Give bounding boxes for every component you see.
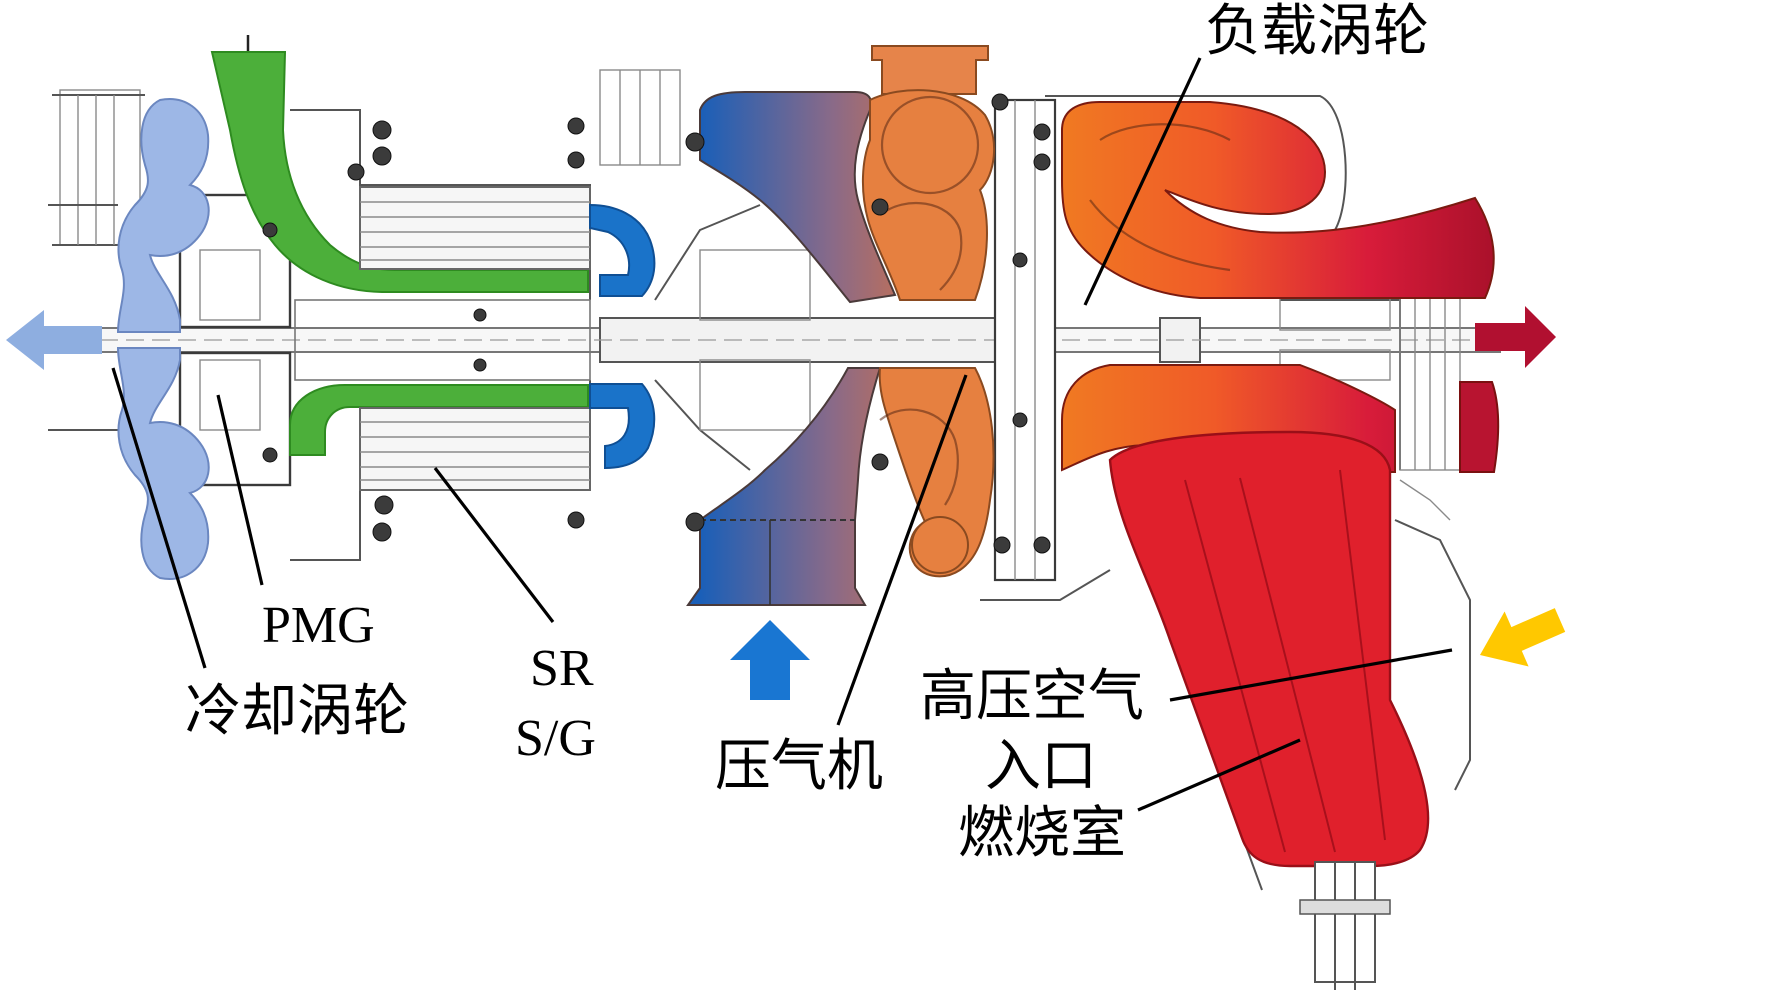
leader-sr: [433, 467, 555, 623]
leader-lines: [111, 57, 1453, 812]
label-hp-air-line1: 高压空气: [920, 666, 1144, 728]
compressor-volute-lower: [878, 367, 995, 578]
label-cooling-turbine: 冷却涡轮: [185, 681, 409, 743]
engine-housing: [178, 69, 1461, 601]
green-duct-upper: [210, 51, 589, 293]
label-pmg: PMG: [262, 597, 375, 654]
stator-duct: [589, 203, 656, 470]
leader-combustor: [1137, 738, 1301, 812]
leader-hp-air: [1169, 648, 1453, 702]
leader-pmg: [216, 394, 264, 586]
green-duct-lower: [289, 384, 589, 456]
label-sg: S/G: [515, 710, 596, 767]
bolts: [262, 93, 1051, 554]
leader-load-turbine: [1083, 57, 1202, 306]
generator-cooling-duct: [210, 35, 589, 456]
cooling-turbine: [116, 98, 210, 580]
label-load-turbine: 负载涡轮: [1205, 1, 1429, 63]
load-turbine: [1061, 101, 1500, 473]
compressor-upper: [699, 91, 897, 304]
leader-compressor: [836, 374, 968, 726]
labels: 负载涡轮 PMG 冷却涡轮 SR S/G 压气机 高压空气 入口 燃烧室: [185, 1, 1429, 865]
label-sr: SR: [530, 640, 594, 697]
leader-cooling-turbine: [111, 367, 207, 669]
compressor-lower: [686, 367, 882, 606]
cooling-exhaust-arrow: [6, 310, 102, 370]
blue-duct-upper: [589, 203, 656, 297]
label-combustor: 燃烧室: [958, 803, 1126, 865]
combustor: [1108, 430, 1471, 990]
cooling-turbine-lower: [116, 347, 210, 580]
cooling-turbine-upper: [116, 98, 210, 333]
label-hp-air-line2: 入口: [985, 736, 1097, 798]
starter-generator: [294, 186, 591, 491]
turbine-exhaust-lower: [1459, 381, 1500, 473]
hp-air-inlet-arrow: [1480, 608, 1566, 667]
main-shaft: [99, 317, 1501, 363]
compressor: [686, 45, 996, 606]
blue-duct-lower: [589, 383, 656, 470]
turbine-exhaust-arrow: [1475, 306, 1556, 368]
fuel-nozzle: [1299, 861, 1391, 990]
label-compressor: 压气机: [715, 736, 883, 798]
turbine-upper: [1061, 101, 1495, 299]
compressor-volute-inlet: [871, 45, 989, 95]
compressor-inlet-arrow: [730, 620, 810, 700]
